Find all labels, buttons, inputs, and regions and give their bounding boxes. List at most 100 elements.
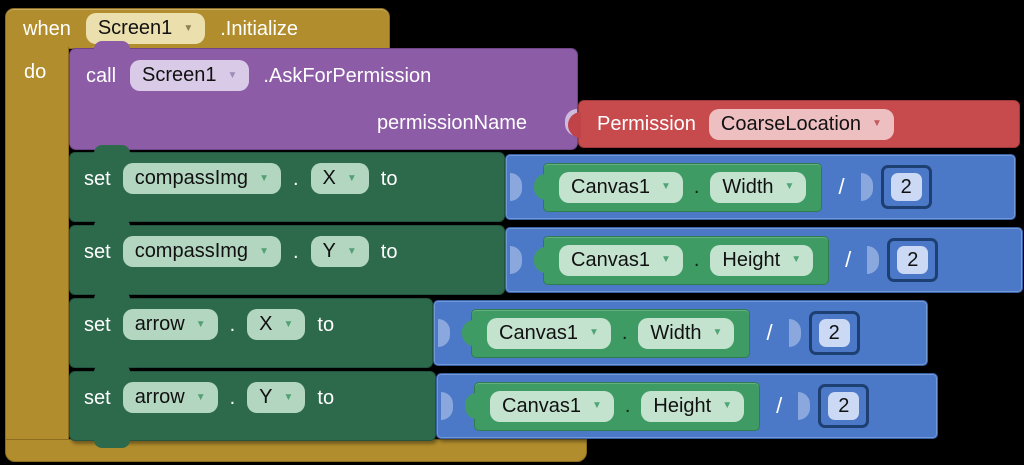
chevron-down-icon: ▼ bbox=[872, 118, 882, 129]
dot-separator: . bbox=[292, 240, 299, 263]
set-compassimg-x-block[interactable]: set compassImg ▼ . X ▼ to bbox=[69, 145, 505, 222]
chevron-down-icon: ▼ bbox=[195, 391, 206, 403]
when-block-footer[interactable] bbox=[5, 439, 587, 462]
when-event-header[interactable]: when Screen1 ▼ .Initialize bbox=[5, 8, 390, 49]
getter-property-dropdown[interactable]: Height ▼ bbox=[641, 390, 745, 422]
set-arrow-x-block[interactable]: set arrow ▼ . X ▼ to bbox=[69, 291, 433, 368]
division-block[interactable]: Canvas1 ▼ . Height ▼ / 2 bbox=[505, 227, 1023, 293]
getter-component-value: Canvas1 bbox=[571, 248, 650, 271]
division-block[interactable]: Canvas1 ▼ . Width ▼ / 2 bbox=[433, 300, 928, 366]
number-block[interactable]: 2 bbox=[818, 384, 870, 428]
chevron-down-icon: ▼ bbox=[588, 327, 599, 338]
chevron-down-icon: ▼ bbox=[722, 400, 733, 411]
set-property-dropdown[interactable]: Y ▼ bbox=[247, 382, 306, 413]
permission-value-block[interactable]: Permission CoarseLocation ▼ bbox=[568, 100, 1020, 148]
set-component-dropdown[interactable]: compassImg ▼ bbox=[122, 236, 281, 267]
value-socket bbox=[788, 319, 801, 347]
chevron-down-icon: ▼ bbox=[791, 254, 802, 265]
set-property-dropdown[interactable]: X ▼ bbox=[310, 163, 369, 194]
chevron-down-icon: ▼ bbox=[259, 172, 269, 184]
set-compassimg-y-block[interactable]: set compassImg ▼ . Y ▼ to bbox=[69, 218, 505, 295]
value-plug bbox=[534, 174, 546, 200]
set-component-value: arrow bbox=[134, 313, 185, 335]
getter-property-dropdown[interactable]: Width ▼ bbox=[638, 317, 735, 349]
getter-property-value: Width bbox=[650, 321, 702, 344]
call-component-dropdown[interactable]: Screen1 ▼ bbox=[130, 60, 250, 91]
block-bottom-notch bbox=[94, 439, 130, 448]
canvas1-height-getter-block[interactable]: Canvas1 ▼ . Height ▼ bbox=[465, 381, 761, 431]
dot-separator: . bbox=[624, 395, 631, 417]
number-block[interactable]: 2 bbox=[887, 238, 939, 282]
set-arrow-y-block[interactable]: set arrow ▼ . Y ▼ to bbox=[69, 364, 436, 448]
when-keyword: when bbox=[23, 17, 71, 40]
getter-property-value: Width bbox=[722, 175, 774, 198]
chevron-down-icon: ▼ bbox=[660, 181, 671, 192]
value-socket bbox=[867, 246, 880, 274]
when-block-spine[interactable] bbox=[5, 47, 69, 441]
to-keyword: to bbox=[380, 240, 398, 263]
getter-property-value: Height bbox=[653, 394, 712, 417]
value-socket bbox=[510, 173, 522, 201]
canvas1-width-getter-block[interactable]: Canvas1 ▼ . Width ▼ bbox=[462, 308, 751, 358]
chevron-down-icon: ▼ bbox=[346, 245, 357, 257]
number-field[interactable]: 2 bbox=[897, 246, 929, 274]
call-method-label: .AskForPermission bbox=[263, 64, 432, 87]
chevron-down-icon: ▼ bbox=[259, 245, 269, 257]
chevron-down-icon: ▼ bbox=[195, 318, 206, 330]
dot-separator: . bbox=[229, 313, 236, 336]
permission-value: CoarseLocation bbox=[720, 112, 862, 135]
canvas1-height-getter-block[interactable]: Canvas1 ▼ . Height ▼ bbox=[534, 235, 830, 285]
to-keyword: to bbox=[317, 386, 335, 409]
chevron-down-icon: ▼ bbox=[283, 391, 294, 403]
value-socket bbox=[798, 392, 811, 420]
set-component-dropdown[interactable]: compassImg ▼ bbox=[122, 163, 281, 194]
number-field[interactable]: 2 bbox=[828, 392, 860, 420]
set-property-value: X bbox=[322, 167, 336, 189]
value-plug bbox=[534, 247, 546, 273]
getter-component-dropdown[interactable]: Canvas1 ▼ bbox=[559, 171, 683, 203]
set-keyword: set bbox=[84, 167, 111, 190]
permission-dropdown[interactable]: CoarseLocation ▼ bbox=[708, 108, 894, 140]
permission-name-param-label: permissionName bbox=[376, 112, 527, 134]
event-component-dropdown[interactable]: Screen1 ▼ bbox=[85, 13, 206, 44]
permission-label: Permission bbox=[597, 113, 696, 135]
block-top-notch bbox=[94, 41, 130, 50]
to-keyword: to bbox=[317, 313, 335, 336]
chevron-down-icon: ▼ bbox=[346, 172, 357, 184]
to-keyword: to bbox=[380, 167, 398, 190]
canvas1-width-getter-block[interactable]: Canvas1 ▼ . Width ▼ bbox=[534, 162, 823, 212]
chevron-down-icon: ▼ bbox=[660, 254, 671, 265]
call-component-value: Screen1 bbox=[142, 64, 217, 86]
getter-component-value: Canvas1 bbox=[502, 394, 581, 417]
set-keyword: set bbox=[84, 240, 111, 263]
getter-property-dropdown[interactable]: Width ▼ bbox=[710, 171, 807, 203]
set-keyword: set bbox=[84, 313, 111, 336]
getter-component-dropdown[interactable]: Canvas1 ▼ bbox=[559, 244, 683, 276]
getter-component-dropdown[interactable]: Canvas1 ▼ bbox=[490, 390, 614, 422]
set-component-value: compassImg bbox=[134, 167, 249, 189]
set-component-value: arrow bbox=[134, 386, 185, 408]
block-top-notch bbox=[94, 218, 130, 227]
set-property-value: X bbox=[259, 313, 273, 335]
division-block[interactable]: Canvas1 ▼ . Width ▼ / 2 bbox=[505, 154, 1016, 220]
set-property-dropdown[interactable]: Y ▼ bbox=[310, 236, 369, 267]
number-block[interactable]: 2 bbox=[808, 311, 860, 355]
dot-separator: . bbox=[693, 176, 700, 198]
value-socket bbox=[438, 319, 450, 347]
division-block[interactable]: Canvas1 ▼ . Height ▼ / 2 bbox=[436, 373, 938, 439]
chevron-down-icon: ▼ bbox=[591, 400, 602, 411]
number-field[interactable]: 2 bbox=[890, 173, 922, 201]
getter-component-dropdown[interactable]: Canvas1 ▼ bbox=[487, 317, 611, 349]
set-component-dropdown[interactable]: arrow ▼ bbox=[122, 382, 218, 413]
call-block-header: call Screen1 ▼ .AskForPermission bbox=[70, 49, 577, 91]
value-plug bbox=[462, 320, 474, 346]
value-plug bbox=[465, 393, 477, 419]
set-property-dropdown[interactable]: X ▼ bbox=[247, 309, 306, 340]
number-field[interactable]: 2 bbox=[818, 319, 850, 347]
chevron-down-icon: ▼ bbox=[784, 181, 795, 192]
call-askforpermission-block[interactable]: call Screen1 ▼ .AskForPermission permiss… bbox=[69, 41, 578, 150]
number-block[interactable]: 2 bbox=[880, 165, 932, 209]
getter-property-dropdown[interactable]: Height ▼ bbox=[710, 244, 814, 276]
set-component-dropdown[interactable]: arrow ▼ bbox=[122, 309, 218, 340]
value-plug bbox=[568, 112, 581, 138]
